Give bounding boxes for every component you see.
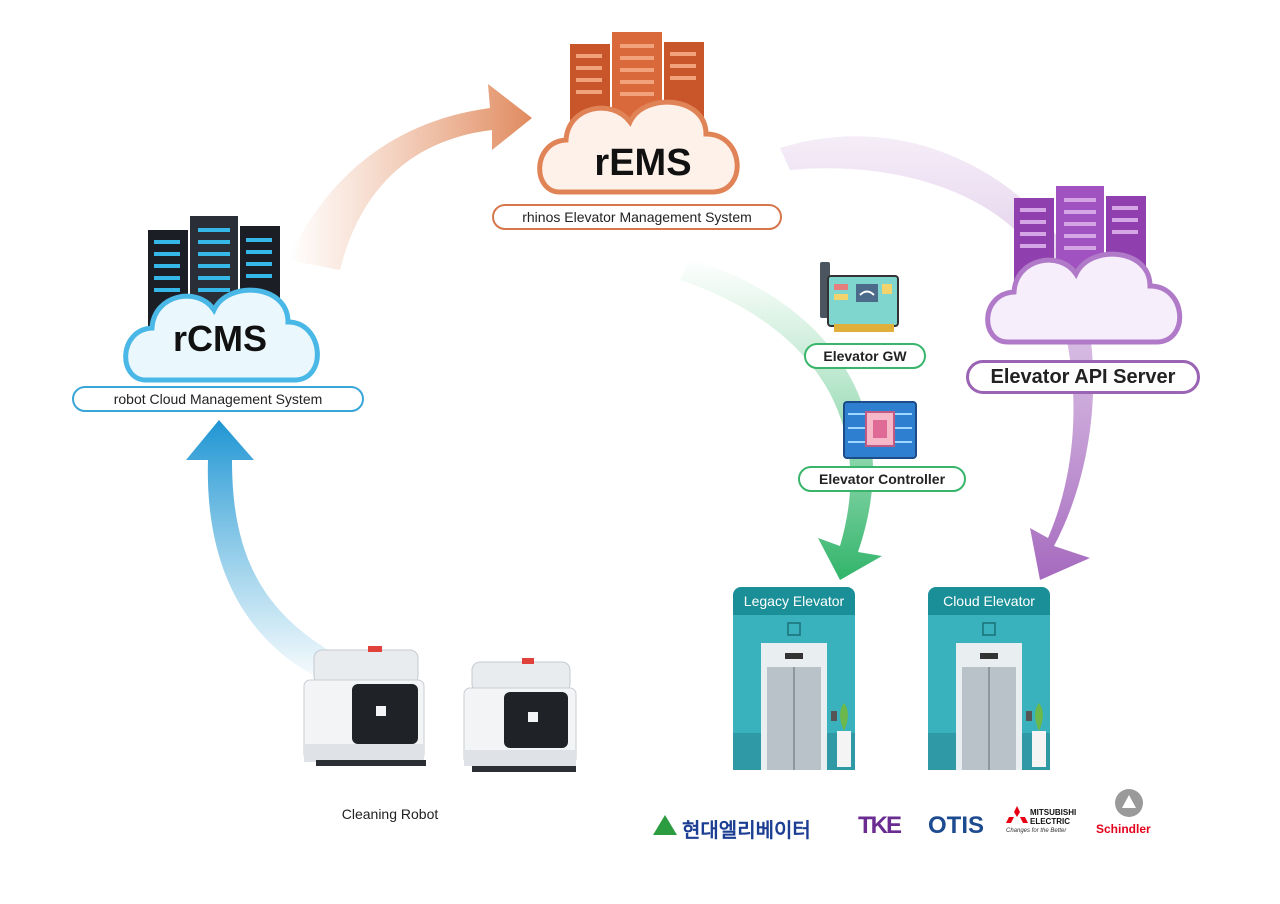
mitsubishi-diamonds-icon [1006,806,1028,823]
hyundai-logo: 현대엘리베이터 [682,820,811,842]
cloud-elevator-illustration [928,615,1050,770]
controller-label: Elevator Controller [798,466,966,492]
hyundai-triangle-icon [653,815,677,835]
mitsubishi-tagline: Changes for the Better [1006,828,1067,834]
gateway-label: Elevator GW [804,343,926,369]
robot-1 [303,646,426,766]
robot-caption: Cleaning Robot [341,806,439,822]
api-server-label: Elevator API Server [966,360,1200,394]
orange-arrow [288,84,532,270]
controller-chip-icon [843,401,917,459]
mitsubishi-logo-line2: ELECTRIC [1030,817,1070,826]
rems-cloud-server-icon [537,32,740,195]
legacy-elevator-label: Legacy Elevator [733,587,855,615]
rcms-title: rCMS [172,318,267,359]
rcms-subtitle: robot Cloud Management System [72,386,364,412]
robot-2 [463,658,577,772]
rems-subtitle: rhinos Elevator Management System [492,204,782,230]
api-server-cloud-icon [985,186,1183,345]
gateway-board-icon [820,262,899,332]
green-arrow [680,258,882,580]
blue-arrow [186,420,355,690]
legacy-elevator-illustration [733,615,855,770]
rcms-cloud-server-icon [123,216,320,383]
mitsubishi-logo-line1: MITSUBISHI [1030,808,1077,817]
cleaning-robot-illustration [303,646,577,772]
schindler-logo: Schindler [1096,822,1151,836]
tke-logo: TKE [858,812,902,839]
cloud-elevator-label: Cloud Elevator [928,587,1050,615]
rems-title: rEMS [594,142,692,184]
otis-logo: OTIS [928,812,985,839]
schindler-emblem-icon [1115,789,1143,817]
